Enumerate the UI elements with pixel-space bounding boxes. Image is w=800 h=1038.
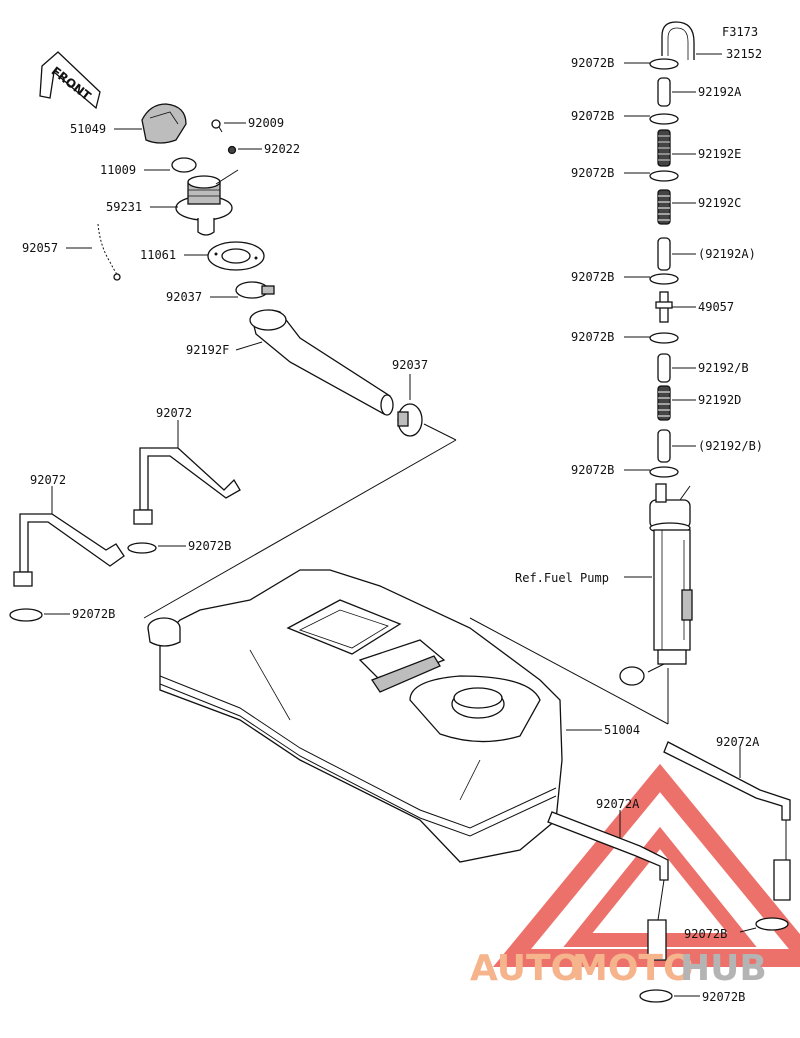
label-ref-fuel-pump: Ref.Fuel Pump [515, 571, 609, 585]
label-92192e: 92192E [698, 147, 741, 161]
label-92009: 92009 [248, 116, 284, 130]
clamp-92072b-9 [755, 917, 789, 931]
watermark-text: AUTO MOTO HUB [470, 948, 767, 989]
clamp-92072b-3 [649, 170, 679, 182]
fuel-tank-51004: 51004 [147, 569, 640, 863]
label-92072a-2: 92072A [596, 797, 640, 811]
label-92022: 92022 [264, 142, 300, 156]
tank-bracket-92072-lower: 92072 [13, 473, 125, 587]
label-92072b-9: 92072B [684, 927, 727, 941]
tank-bracket-92072a-right: 92072A [663, 735, 791, 901]
label-11061: 11061 [140, 248, 176, 262]
filler-assembly: 51049 92009 92022 11009 59231 92057 [22, 103, 457, 619]
label-11009: 11009 [100, 163, 136, 177]
clamp-92072b-6 [649, 466, 679, 478]
hose-92192b [657, 353, 671, 383]
fuel-pump-reference: Ref.Fuel Pump [469, 483, 693, 725]
clamp-92072b-1 [649, 58, 679, 70]
hose-92192b-ref [657, 429, 671, 463]
figure-code: F3173 [722, 25, 758, 39]
label-92072b-2: 92072B [571, 109, 614, 123]
label-92192b-ref: (92192/B) [698, 439, 763, 453]
clamp-92072b-4 [649, 273, 679, 285]
label-92072b-6: 92072B [571, 463, 614, 477]
label-51049: 51049 [70, 122, 106, 136]
hose-92192a [657, 77, 671, 107]
vent-hose-assembly: 32152 92072B 92192A 92072B 92192E 92072B [571, 21, 763, 478]
label-92192b: 92192/B [698, 361, 749, 375]
label-92072b-3: 92072B [571, 166, 614, 180]
label-92072-1: 92072 [156, 406, 192, 420]
watermark-auto: AUTO [470, 948, 581, 989]
label-92192a: 92192A [698, 85, 742, 99]
label-92072b-5: 92072B [571, 330, 614, 344]
label-49057: 49057 [698, 300, 734, 314]
clamp-92072b-10 [639, 989, 673, 1003]
front-arrow-icon: FRONT [39, 51, 101, 110]
label-92072b-7: 92072B [188, 539, 231, 553]
label-92057: 92057 [22, 241, 58, 255]
clamp-92072b-2 [649, 113, 679, 125]
fuel-cap-51049 [141, 103, 187, 144]
label-92072b-4: 92072B [571, 270, 614, 284]
label-92192f: 92192F [186, 343, 229, 357]
label-92192d: 92192D [698, 393, 741, 407]
label-92072b-10: 92072B [702, 990, 745, 1004]
label-59231: 59231 [106, 200, 142, 214]
watermark-moto: MOTO [572, 948, 694, 989]
hose-92192a-ref [657, 237, 671, 271]
clamp-92072b-5 [649, 332, 679, 344]
label-92072-2: 92072 [30, 473, 66, 487]
label-92037-2: 92037 [392, 358, 428, 372]
spring-92192d [657, 385, 671, 421]
label-32152: 32152 [726, 47, 762, 61]
label-92072b-8: 92072B [72, 607, 115, 621]
label-92192c: 92192C [698, 196, 741, 210]
watermark-hub: HUB [680, 948, 767, 989]
label-92192a-ref: (92192A) [698, 247, 756, 261]
fuel-filter-icon [619, 666, 645, 686]
label-92037-1: 92037 [166, 290, 202, 304]
label-51004: 51004 [604, 723, 640, 737]
tank-bracket-92072a-center: 92072A [547, 797, 669, 961]
clamp-92072b-8 [9, 608, 43, 622]
spring-92192c [657, 189, 671, 225]
clamp-92072b-7 [127, 542, 157, 554]
label-92072a-1: 92072A [716, 735, 760, 749]
tank-bracket-92072-upper: 92072 [133, 406, 241, 525]
label-92072b-1: 92072B [571, 56, 614, 70]
